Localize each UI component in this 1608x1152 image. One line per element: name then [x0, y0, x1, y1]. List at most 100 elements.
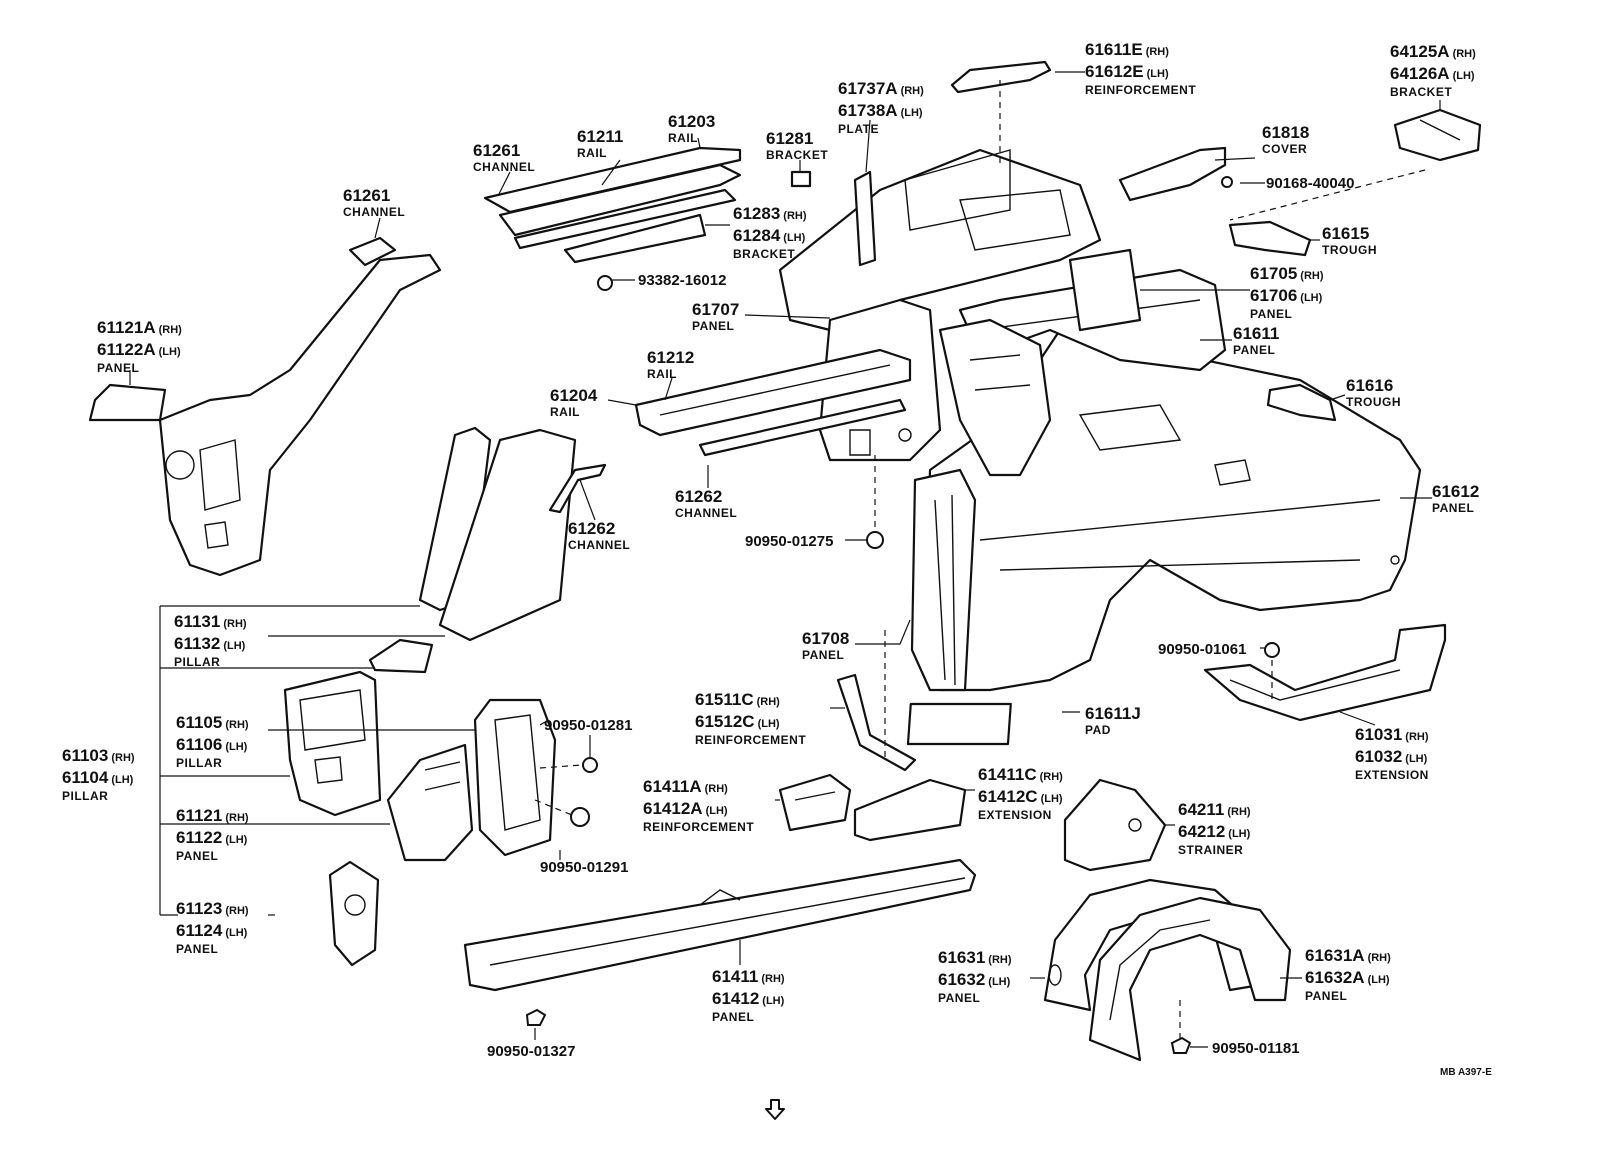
side-marker: (RH): [988, 954, 1012, 966]
part-number: 64211: [1178, 800, 1225, 819]
callout-61611j: 61611J PAD: [1085, 704, 1141, 737]
part-name: RAIL: [550, 405, 580, 419]
part-name: RAIL: [577, 146, 607, 160]
part-name: PANEL: [802, 648, 845, 662]
part-name: PANEL: [938, 991, 981, 1005]
callout-61611e: 61611E(RH) 61612E(LH) REINFORCEMENT: [1085, 40, 1196, 97]
part-61121a-panel: [88, 383, 167, 422]
part-number: 61512C: [695, 712, 755, 731]
part-number: 61412: [712, 989, 760, 1008]
side-marker: (LH): [783, 232, 806, 244]
part-number: 61105: [176, 713, 223, 732]
part-name: PANEL: [1432, 501, 1475, 515]
part-name: REINFORCEMENT: [695, 733, 807, 747]
part-name: EXTENSION: [978, 808, 1052, 822]
part-name: BRACKET: [733, 247, 796, 261]
part-90950-01061-grommet: [1264, 642, 1280, 658]
callout-61203: 61203 RAIL: [668, 112, 715, 145]
part-name: PANEL: [692, 319, 735, 333]
part-name: CHANNEL: [675, 506, 738, 520]
part-name: RAIL: [647, 367, 677, 381]
callout-61612: 61612 PANEL: [1432, 482, 1479, 515]
part-number: 90950-01181: [1212, 1040, 1300, 1057]
part-64211-strainer: [1063, 778, 1167, 872]
side-marker: (LH): [1405, 753, 1428, 765]
part-number: 61705: [1250, 264, 1298, 283]
part-name: PILLAR: [174, 655, 221, 669]
part-61631a-wheelhouse-panel: [1088, 896, 1292, 1062]
part-number: 61511C: [695, 690, 754, 709]
part-61411a-reinforcement: [778, 773, 852, 832]
part-number: 90950-01061: [1158, 641, 1247, 658]
part-number: 61615: [1322, 224, 1370, 243]
part-number: 61123: [176, 899, 223, 918]
part-number: 61411A: [643, 777, 702, 796]
callout-61212: 61212 RAIL: [647, 348, 694, 381]
part-number: 61411C: [978, 765, 1037, 784]
callout-61411a: 61411A(RH) 61412A(LH) REINFORCEMENT: [643, 777, 754, 834]
part-61123-panel: [328, 860, 380, 967]
part-center-lower-pillar: [473, 698, 557, 857]
side-marker: (LH): [1146, 68, 1169, 80]
part-name: PLATE: [838, 122, 879, 136]
callout-90168-40040: 90168-40040: [1266, 174, 1354, 194]
callout-61818: 61818 COVER: [1262, 123, 1309, 156]
part-number: 61132: [174, 634, 221, 653]
part-93382-bolt: [597, 275, 613, 291]
callout-61705: 61705(RH) 61706(LH) PANEL: [1250, 264, 1324, 321]
callout-61737a: 61737A(RH) 61738A(LH) PLATE: [838, 79, 924, 136]
part-61611e-reinforcement: [950, 60, 1052, 94]
part-61031-extension: [1203, 623, 1447, 722]
part-number: 61707: [692, 300, 740, 319]
callout-64125a: 64125A(RH) 64126A(LH) BRACKET: [1390, 42, 1476, 99]
part-61611-panel: [958, 248, 1227, 372]
callout-61121a: 61121A(RH) 61122A(LH) PANEL: [97, 318, 182, 375]
side-marker: (RH): [756, 696, 780, 708]
callout-61511c: 61511C(RH) 61512C(LH) REINFORCEMENT: [695, 690, 806, 747]
side-marker: (RH): [1227, 806, 1251, 818]
part-name: PANEL: [1233, 343, 1276, 357]
part-number: 61412C: [978, 787, 1038, 806]
part-name: BRACKET: [766, 148, 829, 162]
part-number: 61122: [176, 828, 223, 847]
part-number: 61738A: [838, 101, 898, 120]
part-name: REINFORCEMENT: [643, 820, 755, 834]
side-marker: (LH): [1367, 974, 1390, 986]
side-marker: (LH): [988, 976, 1011, 988]
next-page-arrow-icon[interactable]: [762, 1097, 788, 1129]
part-number: 61283: [733, 204, 781, 223]
side-marker: (LH): [223, 640, 246, 652]
side-marker: (LH): [757, 718, 780, 730]
side-marker: (RH): [223, 618, 247, 630]
part-name: COVER: [1262, 142, 1308, 156]
part-number: 61261: [473, 141, 521, 160]
callout-90950-01275: 90950-01275: [745, 532, 833, 552]
callout-61131: 61131(RH) 61132(LH) PILLAR: [174, 612, 247, 669]
part-name: CHANNEL: [343, 205, 406, 219]
side-marker: (LH): [111, 774, 134, 786]
part-61211-61203-rails: [483, 146, 742, 250]
part-number: 93382-16012: [638, 272, 727, 289]
part-number: 61262: [675, 487, 723, 506]
part-61131-pillar: [418, 426, 577, 642]
part-name: CHANNEL: [568, 538, 631, 552]
part-name: BRACKET: [1390, 85, 1453, 99]
outline-down-arrow-icon: [765, 1099, 785, 1120]
side-marker: (RH): [225, 812, 249, 824]
part-number: 90950-01327: [487, 1043, 576, 1060]
part-61121-panel: [386, 743, 474, 862]
side-marker: (LH): [1452, 70, 1475, 82]
part-61283-bracket: [563, 213, 707, 264]
part-61262-channel-center: [698, 398, 907, 457]
part-number: 61706: [1250, 286, 1298, 305]
part-61737a-plate: [853, 170, 877, 267]
part-name: PANEL: [97, 361, 140, 375]
callout-61262-center: 61262 CHANNEL: [675, 487, 737, 520]
callout-61611: 61611 PANEL: [1233, 324, 1279, 357]
part-number: 90950-01291: [540, 859, 629, 876]
part-number: 61611E: [1085, 40, 1143, 59]
part-center-pillar-assembly: [938, 318, 1052, 477]
part-name: PANEL: [176, 942, 219, 956]
drawing-code: MB A397-E: [1440, 1067, 1492, 1078]
